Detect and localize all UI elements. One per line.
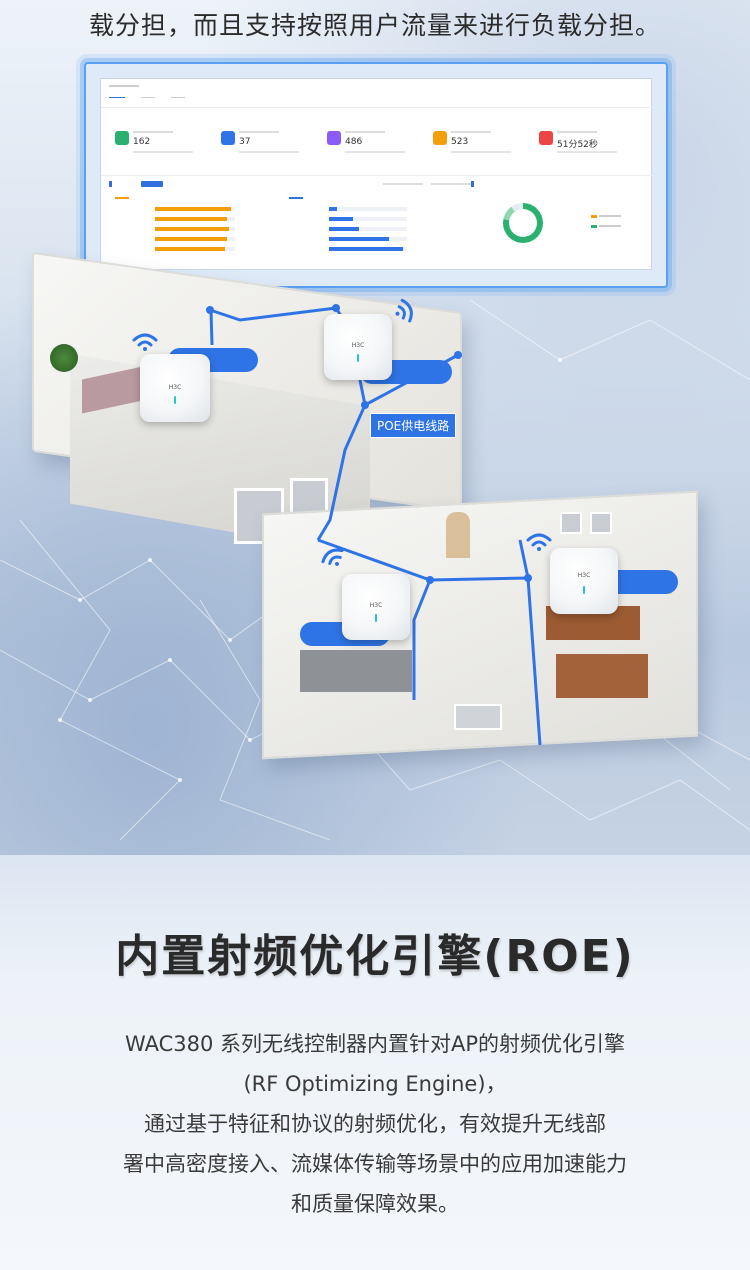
stat-value: 523	[451, 137, 469, 147]
description-line: 和质量保障效果。	[291, 1192, 459, 1216]
description-line: WAC380 系列无线控制器内置针对AP的射频优化引擎	[124, 1032, 626, 1056]
stat-card: 51分52秒	[539, 129, 629, 159]
header-text: 载分担，而且支持按照用户流量来进行负载分担。	[88, 11, 661, 40]
ap-logo: H3C	[351, 342, 365, 349]
wifi-icon	[321, 548, 344, 566]
poe-label: POE供电线路	[370, 413, 457, 438]
access-point-device: H3C	[342, 574, 410, 640]
feature-title: 内置射频优化引擎(ROE)	[115, 931, 635, 982]
description-line: (RF Optimizing Engine)，	[243, 1072, 507, 1096]
person-icon	[221, 131, 235, 145]
access-point-device: H3C	[550, 548, 618, 614]
users-icon	[115, 131, 129, 145]
ap-logo: H3C	[168, 384, 182, 391]
stat-card: 523	[433, 129, 523, 159]
access-point-device: H3C	[324, 314, 392, 380]
stat-value: 51分52秒	[557, 140, 598, 150]
stat-value: 486	[345, 137, 363, 147]
clock-icon	[539, 131, 553, 145]
hero-illustration: 载分担，而且支持按照用户流量来进行负载分担。 162	[0, 0, 750, 855]
wifi-icon	[132, 333, 158, 351]
wifi-icon	[526, 533, 552, 551]
plant-icon	[50, 344, 78, 372]
device-icon	[327, 131, 341, 145]
window-frame	[590, 512, 612, 534]
stat-card: 162	[115, 129, 205, 159]
ap-logo: H3C	[577, 572, 591, 579]
description-line: 通过基于特征和协议的射频优化，有效提升无线部	[144, 1112, 606, 1136]
tile-floor	[300, 650, 412, 692]
stat-card: 37	[221, 129, 311, 159]
wifi-icon	[395, 298, 413, 323]
stat-value: 37	[239, 137, 251, 147]
description-line: 署中高密度接入、流媒体传输等场景中的应用加速能力	[123, 1152, 627, 1176]
door	[446, 512, 470, 558]
feature-section	[0, 855, 750, 1270]
stat-card: 486	[327, 129, 417, 159]
ap-logo: H3C	[369, 602, 383, 609]
window-frame	[454, 704, 502, 730]
traffic-icon	[433, 131, 447, 145]
stat-value: 162	[133, 137, 151, 147]
dashboard-screenshot: 162 37 486 523 51分52秒	[100, 78, 653, 270]
access-point-device: H3C	[140, 354, 210, 422]
donut-chart	[503, 203, 543, 243]
window-frame	[560, 512, 582, 534]
wood-floor	[556, 654, 648, 698]
